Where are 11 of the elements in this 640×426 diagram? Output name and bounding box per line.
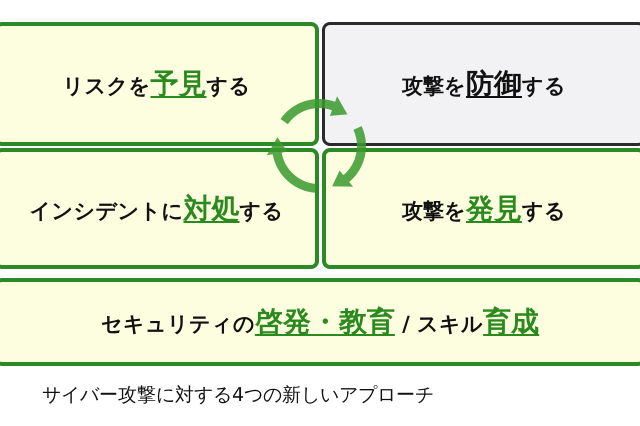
box-label: 攻撃を発見する <box>402 190 566 226</box>
box-label: インシデントに対処する <box>30 190 284 226</box>
box-label: セキュリティの啓発・教育 / スキル育成 <box>100 304 540 340</box>
process-box <box>322 22 640 146</box>
box-label: 攻撃を防御する <box>402 66 566 102</box>
box-label: リスクを予見する <box>62 66 250 102</box>
process-box <box>0 278 640 366</box>
process-box <box>322 148 640 269</box>
process-box <box>0 22 319 146</box>
caption: サイバー攻撃に対する4つの新しいアプローチ <box>42 383 434 408</box>
process-box <box>0 148 319 269</box>
